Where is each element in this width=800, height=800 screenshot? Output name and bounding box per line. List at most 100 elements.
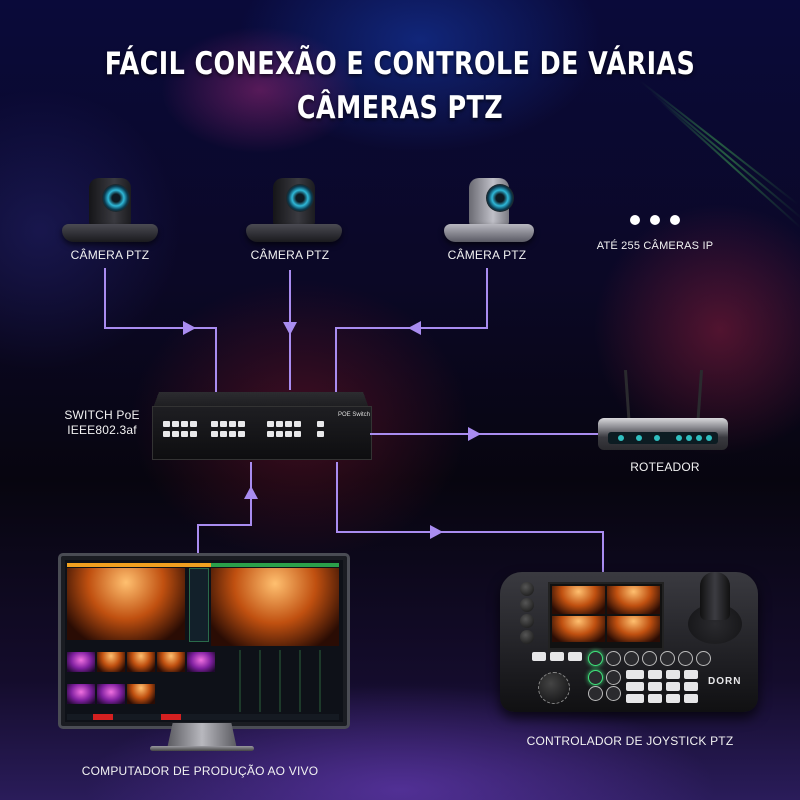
ethernet-port-icon (172, 421, 179, 427)
connector-line (336, 531, 604, 533)
input-thumbnail (67, 652, 95, 672)
keypad-key (648, 694, 662, 703)
preset-button (660, 651, 675, 666)
production-computer-monitor (58, 553, 350, 729)
rotary-knob-icon (520, 630, 534, 644)
preview-title-bar (67, 563, 217, 567)
joystick-icon (700, 572, 730, 620)
ethernet-port-icon (211, 421, 218, 427)
title-line-1: FÁCIL CONEXÃO E CONTROLE DE VÁRIAS (104, 46, 696, 82)
function-button (532, 652, 546, 661)
switch-label-line-1: SWITCH PoE (64, 408, 140, 422)
input-thumbnail (67, 684, 95, 704)
production-software-screen (65, 560, 343, 722)
camera-select-button (588, 686, 603, 701)
camera-body (469, 178, 514, 226)
switch-label-line-2: IEEE802.3af (67, 423, 137, 437)
camera-base (444, 224, 534, 242)
ethernet-port-icon (220, 421, 227, 427)
status-led-icon (618, 435, 624, 441)
uplink-port-icon (317, 421, 324, 427)
ethernet-port-icon (238, 421, 245, 427)
camera-feed (607, 616, 660, 642)
audio-mixer (229, 650, 337, 712)
function-button (568, 652, 582, 661)
connector-line (104, 327, 217, 329)
router-label: ROTEADOR (630, 460, 700, 474)
camera-base (246, 224, 342, 242)
connector-line (602, 531, 604, 577)
keypad-key (626, 670, 644, 679)
camera-base (62, 224, 158, 242)
switch-front-panel (152, 406, 372, 460)
preset-button (588, 651, 603, 666)
rotary-knob-icon (520, 582, 534, 596)
arrow-right-icon (183, 321, 196, 335)
preset-button (696, 651, 711, 666)
ethernet-port-icon (267, 421, 274, 427)
camera-body (88, 178, 132, 226)
zoom-dial-icon (538, 672, 570, 704)
monitor-stand-base (150, 746, 254, 751)
connector-line (370, 433, 602, 435)
keypad-key (666, 682, 680, 691)
camera-lens-icon (101, 184, 130, 212)
keypad-key (648, 682, 662, 691)
dot (670, 215, 680, 225)
router (598, 369, 728, 454)
ethernet-port-icon (229, 421, 236, 427)
preview-video (67, 568, 185, 640)
arrow-up-icon (244, 486, 258, 499)
camera-1 (62, 168, 158, 242)
ethernet-port-icon (238, 431, 245, 437)
camera-3 (444, 170, 534, 242)
ethernet-port-icon (267, 431, 274, 437)
status-led-icon (654, 435, 660, 441)
record-button (93, 714, 113, 720)
monitor-stand (167, 723, 237, 749)
arrow-right-icon (430, 525, 443, 539)
ethernet-port-icon (181, 421, 188, 427)
status-led-icon (696, 435, 702, 441)
page-title: FÁCIL CONEXÃO E CONTROLE DE VÁRIAS CÂMER… (72, 42, 728, 130)
ellipsis-icon (630, 212, 690, 230)
poe-switch: POE Switch (152, 390, 372, 462)
ethernet-port-icon (211, 431, 218, 437)
stream-button (161, 714, 181, 720)
ethernet-port-icon (294, 431, 301, 437)
preset-button (678, 651, 693, 666)
ethernet-port-icon (285, 421, 292, 427)
keypad-key (666, 670, 680, 679)
input-thumbnail (127, 652, 155, 672)
arrow-down-icon (283, 322, 297, 335)
uplink-port-icon (317, 431, 324, 437)
bottom-toolbar (67, 714, 339, 720)
ethernet-port-icon (190, 431, 197, 437)
ethernet-port-icon (163, 431, 170, 437)
camera-feed (552, 586, 605, 614)
switch-label: SWITCH PoE IEEE802.3af (60, 408, 144, 438)
rotary-knob-icon (520, 614, 534, 628)
camera-feed (607, 586, 660, 614)
ethernet-port-icon (220, 431, 227, 437)
preset-button (624, 651, 639, 666)
ethernet-port-icon (163, 421, 170, 427)
ethernet-port-icon (181, 431, 188, 437)
camera-2-label: CÂMERA PTZ (250, 248, 330, 262)
preset-button (642, 651, 657, 666)
connector-line (335, 327, 337, 392)
dot (650, 215, 660, 225)
camera-2 (246, 168, 342, 242)
function-button (550, 652, 564, 661)
connector-line (197, 524, 199, 554)
keypad-key (626, 682, 644, 691)
arrow-right-icon (468, 427, 481, 441)
status-led-icon (676, 435, 682, 441)
rotary-knob-icon (520, 598, 534, 612)
preset-button (606, 651, 621, 666)
ptz-joystick-controller: DORN (500, 572, 758, 712)
keypad-key (648, 670, 662, 679)
camera-body (272, 178, 316, 226)
ethernet-port-icon (190, 421, 197, 427)
switch-brand-text: POE Switch (338, 412, 371, 418)
